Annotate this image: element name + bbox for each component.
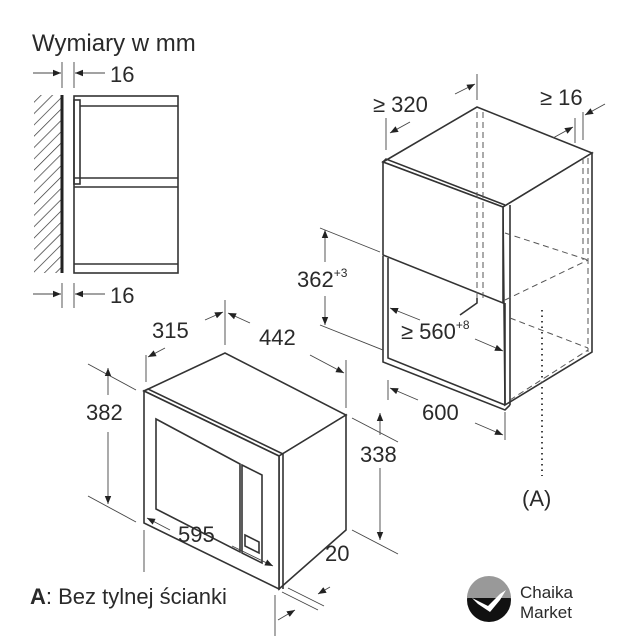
side-view: 16 16 [33, 62, 179, 308]
logo-text-line2: Market [520, 603, 572, 622]
logo-text-line1: Chaika [520, 583, 573, 602]
microwave-display [244, 533, 260, 555]
device-body-height-label: 338 [360, 442, 397, 467]
microwave-control-panel [241, 463, 263, 565]
footnote: A: Bez tylnej ścianki [30, 584, 227, 609]
cabinet-panel [73, 99, 81, 185]
microwave-door-window [155, 417, 241, 554]
diagram-title: Wymiary w mm [32, 30, 196, 57]
device-body-width-label: 442 [259, 325, 296, 350]
frame-depth-label: 20 [325, 541, 349, 566]
cabinet-width-label: 600 [422, 400, 459, 425]
cabinet-side [73, 95, 179, 274]
wall-gap-top-label: 16 [110, 62, 134, 87]
chaika-market-logo: Chaika Market [467, 576, 573, 622]
cabinet-front-panel [382, 160, 504, 305]
wall-gap-bottom-label: 16 [110, 283, 134, 308]
niche-height-label: 362+3 [297, 266, 348, 292]
niche-width-label: ≥ 560+8 [401, 318, 470, 344]
device-depth-label: 315 [152, 318, 189, 343]
niche-cabinet: (A) ≥ 320 ≥ 16 362+3 ≥ 560+8 600 [297, 74, 606, 511]
wall-hatch [34, 95, 61, 273]
device-height-label: 382 [86, 400, 123, 425]
niche-depth-label: ≥ 320 [373, 92, 428, 117]
side-gap-label: ≥ 16 [540, 85, 583, 110]
device-width-label: 595 [178, 522, 215, 547]
microwave: 315 442 382 338 595 20 [86, 300, 399, 636]
marker-a-label: (A) [522, 486, 551, 511]
